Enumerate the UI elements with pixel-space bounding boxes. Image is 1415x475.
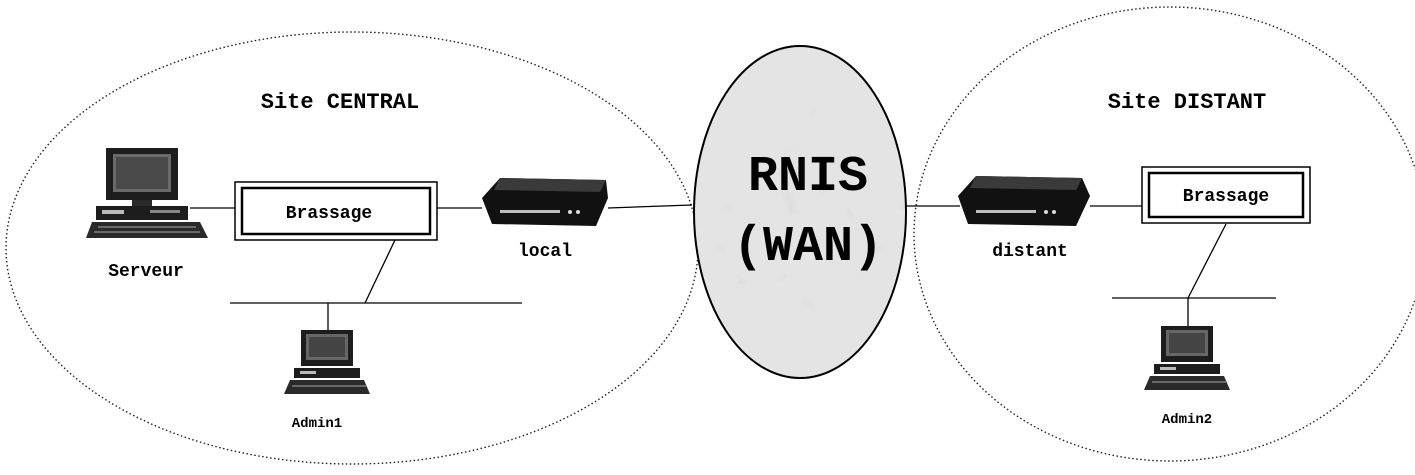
local-router-icon — [482, 178, 608, 226]
wan-cloud — [693, 45, 907, 379]
desktop-computer-icon — [86, 148, 208, 238]
central-patch-label: Brassage — [286, 204, 372, 224]
admin2-label: Admin2 — [1162, 412, 1212, 428]
wan-title: RNIS — [748, 149, 868, 206]
remote-site-boundary — [913, 6, 1415, 462]
remote-patch-label: Brassage — [1183, 187, 1269, 207]
remote-router-icon — [958, 176, 1090, 226]
remote-site-title: Site DISTANT — [1108, 90, 1266, 115]
links — [190, 204, 1276, 330]
server-label: Serveur — [108, 262, 184, 282]
remote-router-label: distant — [992, 242, 1068, 262]
link-patch-bus-remote — [1187, 223, 1227, 299]
link-router-wan — [607, 204, 693, 209]
admin2-workstation-icon — [1144, 326, 1230, 390]
link-patch-bus — [364, 239, 396, 304]
admin1-label: Admin1 — [292, 416, 342, 432]
admin1-workstation-icon — [284, 330, 370, 394]
central-patch-panel — [234, 181, 438, 241]
central-site-title: Site CENTRAL — [261, 90, 419, 115]
remote-patch-panel — [1141, 166, 1311, 224]
wan-subtitle: (WAN) — [733, 219, 883, 276]
local-router-label: local — [518, 242, 572, 262]
